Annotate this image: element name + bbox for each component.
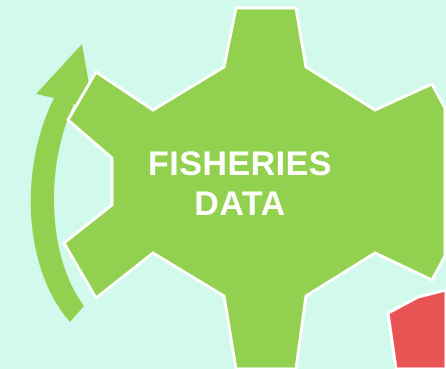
gear-icon — [62, 6, 446, 369]
partial-red-shape — [386, 288, 446, 369]
gear-label-line2: DATA — [194, 185, 286, 223]
gear-label: FISHERIES DATA — [120, 144, 360, 224]
curved-arrow-icon — [30, 44, 94, 322]
gear-label-line1: FISHERIES — [148, 145, 332, 183]
